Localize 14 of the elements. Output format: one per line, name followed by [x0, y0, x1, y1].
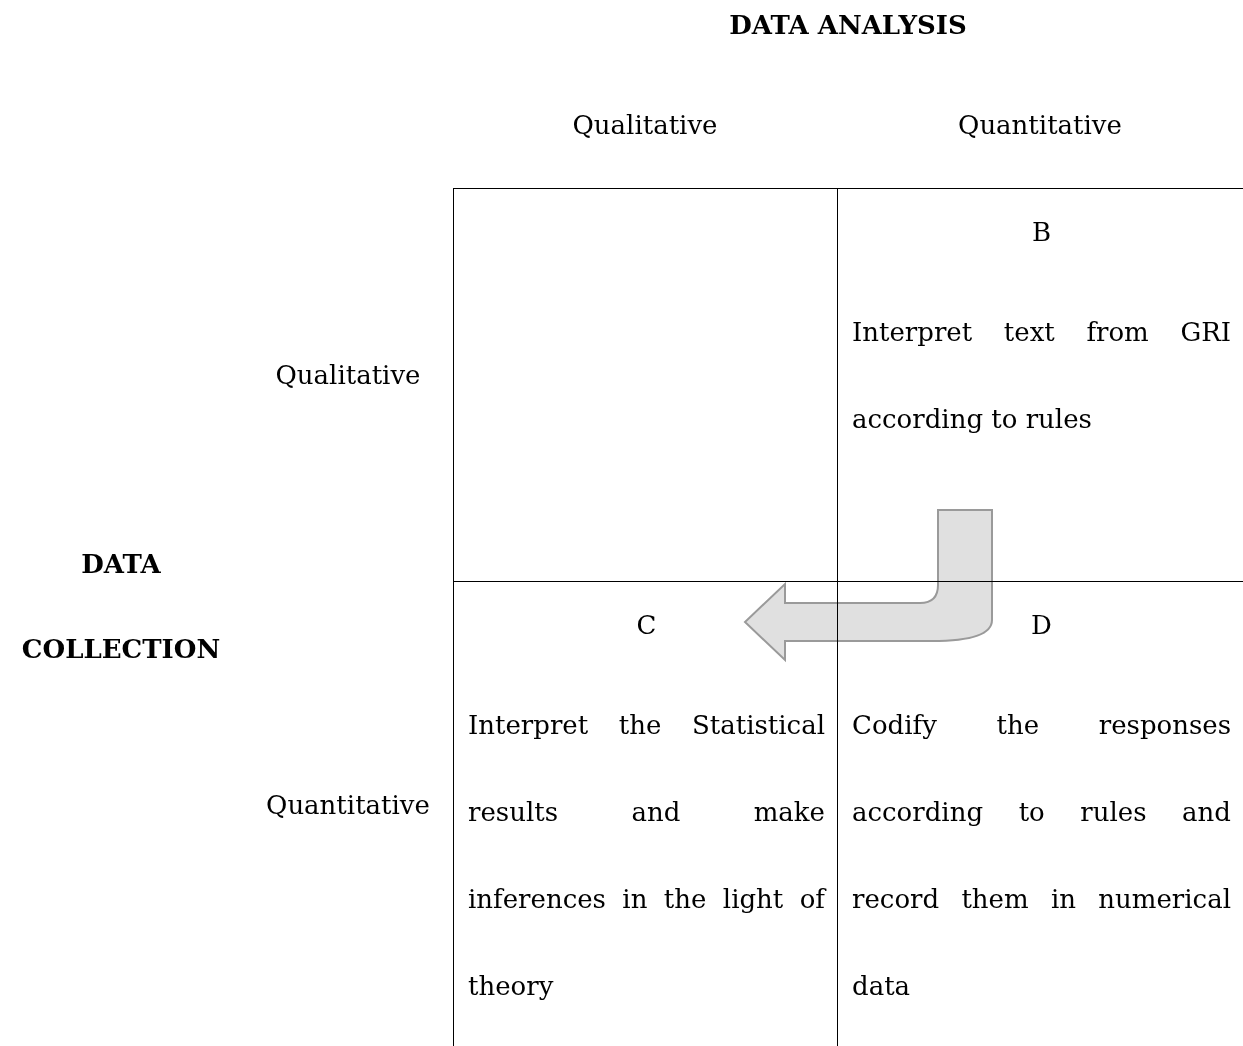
block-arrow	[744, 509, 993, 661]
cell-letter: D	[1030, 609, 1053, 642]
cell-letter: B	[1030, 216, 1053, 249]
row-header: Quantitative	[266, 788, 430, 822]
cell-description: Interpret the Statistical results and make inferences in the light of theory	[468, 709, 825, 1003]
cell-letter: C	[635, 609, 658, 642]
row-header: Qualitative	[275, 358, 421, 392]
cell-description: Interpret text from GRI according to rules	[852, 316, 1231, 436]
column-header: Quantitative	[958, 108, 1122, 142]
axis-title: DATA COLLECTION	[20, 548, 222, 666]
column-header: Qualitative	[572, 108, 718, 142]
cell-description: Codify the responses according to rules and record them in numerical data	[852, 709, 1231, 1003]
empty-matrix-cell	[453, 188, 837, 582]
axis-title: DATA ANALYSIS	[729, 8, 967, 42]
